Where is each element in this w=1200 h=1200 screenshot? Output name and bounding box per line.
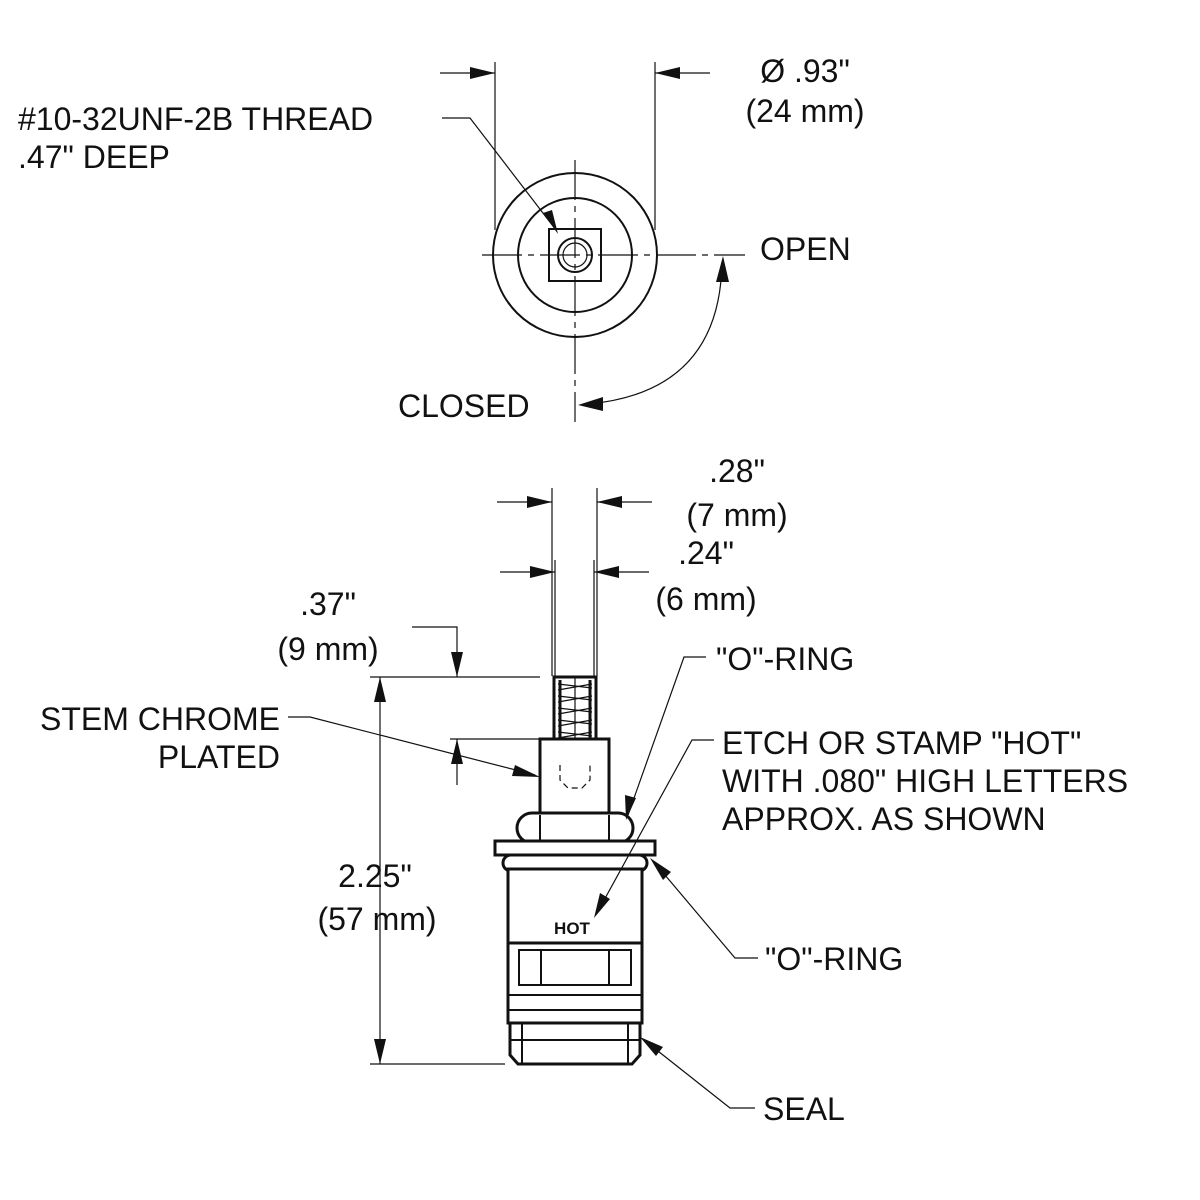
spline-length-label: .37" — [300, 586, 356, 622]
thread-callout-line1: #10-32UNF-2B THREAD — [18, 101, 373, 137]
etch-note-line2: WITH .080" HIGH LETTERS — [722, 763, 1128, 799]
seal-label: SEAL — [763, 1091, 845, 1127]
stem-shank — [538, 737, 611, 821]
stem-outer-width-mm-label: (7 mm) — [686, 497, 787, 533]
dia-arrow-right — [655, 67, 680, 79]
etch-note-line3: APPROX. AS SHOWN — [722, 801, 1046, 837]
stem-inner-width-label: .24" — [678, 535, 734, 571]
dia-arrow-left — [470, 67, 495, 79]
spline-arrow-bottom — [451, 739, 463, 764]
diameter-label: Ø .93" — [760, 53, 850, 89]
overall-length-mm-label: (57 mm) — [317, 901, 436, 937]
overall-arrow-bottom — [374, 1039, 386, 1064]
lower-oring-leader — [653, 861, 758, 959]
bottom-seal — [508, 1021, 642, 1066]
stem-note-leader — [288, 716, 536, 776]
side-view: .28" (7 mm) .24" (6 mm) .37" (9 mm) 2.25… — [40, 453, 1128, 1127]
closed-label: CLOSED — [398, 388, 530, 424]
upper-oring-label: "O"-RING — [716, 641, 854, 677]
rotation-arc — [587, 261, 723, 405]
stem-thread-hole — [559, 765, 591, 789]
lower-oring-label: "O"-RING — [765, 941, 903, 977]
etch-note-leader — [596, 739, 714, 914]
seal-leader — [643, 1039, 755, 1109]
overall-length-label: 2.25" — [338, 858, 412, 894]
flange — [493, 839, 657, 857]
stem-outer-width-label: .28" — [709, 453, 765, 489]
closed-arc-arrow — [578, 397, 603, 411]
open-label: OPEN — [760, 231, 851, 267]
inner-width-arrow-left — [530, 566, 555, 578]
overall-arrow-top — [374, 677, 386, 702]
open-arc-arrow — [716, 256, 729, 282]
port-window — [518, 949, 632, 986]
upper-oring — [515, 811, 635, 845]
inner-width-arrow-right — [594, 566, 619, 578]
stem-note-line1: STEM CHROME — [40, 701, 280, 737]
outer-width-arrow-left — [527, 496, 552, 508]
thread-callout-line2: .47" DEEP — [18, 139, 170, 175]
spline-length-mm-label: (9 mm) — [277, 631, 378, 667]
top-view: Ø .93" (24 mm) #10-32UNF-2B THREAD .47" … — [18, 53, 865, 424]
spline-arrow-top — [451, 652, 463, 677]
outer-width-arrow-right — [597, 496, 622, 508]
diameter-mm-label: (24 mm) — [745, 93, 864, 129]
stem-inner-width-mm-label: (6 mm) — [655, 581, 756, 617]
etch-note-line1: ETCH OR STAMP "HOT" — [722, 725, 1081, 761]
hot-mark: HOT — [554, 919, 591, 938]
thread-leader — [442, 117, 557, 231]
upper-oring-leader — [627, 656, 706, 816]
stem-note-line2: PLATED — [158, 739, 280, 775]
